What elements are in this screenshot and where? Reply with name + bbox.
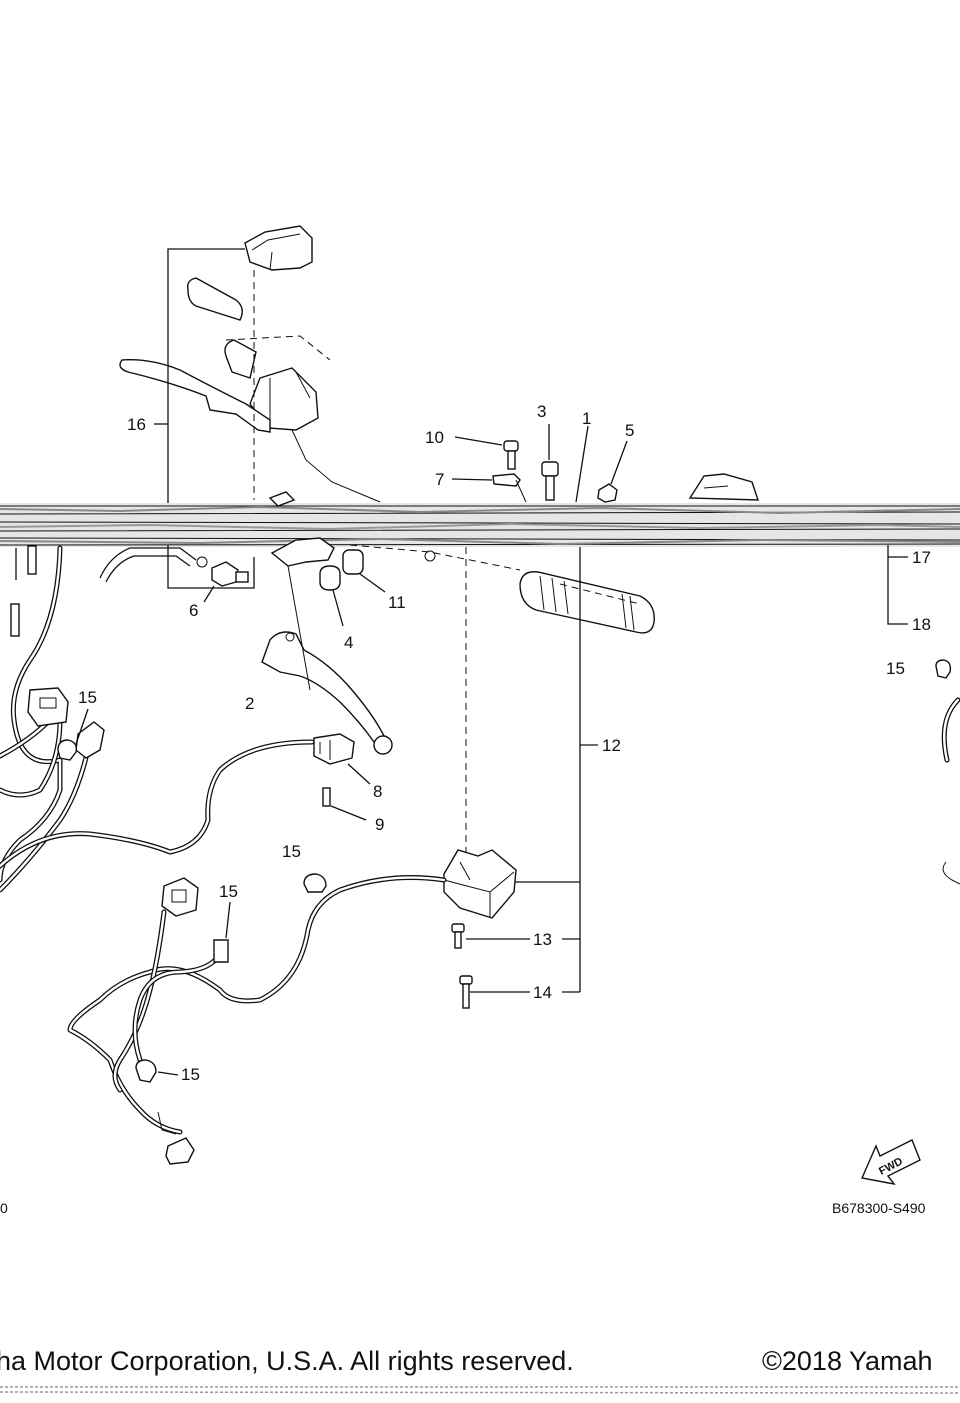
bracket-16 bbox=[154, 248, 255, 589]
clutch-lever bbox=[261, 631, 393, 755]
callout-1: 1 bbox=[582, 409, 591, 428]
callout-7: 7 bbox=[435, 470, 444, 489]
footer-copyright: ©2018 Yamah bbox=[762, 1346, 933, 1376]
diagram-code: B678300-S490 bbox=[832, 1200, 926, 1216]
collar-11 bbox=[342, 549, 386, 593]
callouts: 1 2 3 4 5 6 7 8 9 10 11 12 13 14 15 15 1… bbox=[78, 402, 931, 1084]
clutch-hose bbox=[99, 547, 208, 583]
callout-15-right: 15 bbox=[886, 659, 905, 678]
fwd-arrow bbox=[861, 1139, 921, 1186]
screw-10 bbox=[454, 436, 519, 470]
grip bbox=[424, 550, 655, 634]
left-code-fragment: 0 bbox=[0, 1200, 8, 1216]
wire-harness bbox=[0, 545, 960, 1135]
switch-box bbox=[443, 849, 517, 919]
connector-bottom-upper bbox=[161, 877, 199, 917]
bolt-5 bbox=[597, 440, 628, 503]
callout-5: 5 bbox=[625, 421, 634, 440]
clamp-15 bbox=[57, 659, 952, 1083]
callout-15-mid: 15 bbox=[219, 882, 238, 901]
collar-4 bbox=[319, 565, 344, 627]
lever-bracket bbox=[268, 491, 521, 691]
switch-8 bbox=[313, 733, 371, 785]
bottom-noise bbox=[0, 1386, 960, 1394]
screw-14 bbox=[459, 975, 473, 1009]
screw-9 bbox=[322, 787, 367, 821]
callout-14: 14 bbox=[533, 983, 552, 1002]
right-edge-part bbox=[942, 861, 960, 885]
connector-left-mid bbox=[75, 721, 105, 759]
right-switch-hint bbox=[688, 473, 759, 501]
bracket-17-18 bbox=[887, 545, 908, 625]
callout-9: 9 bbox=[375, 815, 384, 834]
bolt-6 bbox=[203, 561, 249, 603]
left-bolts bbox=[10, 545, 37, 637]
callout-13: 13 bbox=[533, 930, 552, 949]
callout-10: 10 bbox=[425, 428, 444, 447]
callout-15-left: 15 bbox=[78, 688, 97, 707]
callout-4: 4 bbox=[344, 633, 353, 652]
callout-17: 17 bbox=[912, 548, 931, 567]
footer-rights: ha Motor Corporation, U.S.A. All rights … bbox=[0, 1346, 574, 1376]
clip-7 bbox=[451, 473, 527, 503]
screw-13 bbox=[451, 923, 465, 949]
callout-16: 16 bbox=[127, 415, 146, 434]
callout-12: 12 bbox=[602, 736, 621, 755]
leader-1 bbox=[575, 425, 589, 503]
callout-8: 8 bbox=[373, 782, 382, 801]
callout-6: 6 bbox=[189, 601, 198, 620]
bolt-3 bbox=[541, 424, 559, 501]
bracket-12 bbox=[465, 547, 598, 993]
callout-11: 11 bbox=[388, 593, 406, 612]
connector-left-upper bbox=[27, 687, 69, 727]
connector-bottom-lower bbox=[157, 1111, 195, 1165]
callout-3: 3 bbox=[537, 402, 546, 421]
callout-15-lower: 15 bbox=[181, 1065, 200, 1084]
callout-18: 18 bbox=[912, 615, 931, 634]
handlebar bbox=[0, 503, 960, 547]
callout-15-upper: 15 bbox=[282, 842, 301, 861]
callout-2: 2 bbox=[245, 694, 254, 713]
clutch-lever-holder-assembly bbox=[119, 225, 381, 503]
